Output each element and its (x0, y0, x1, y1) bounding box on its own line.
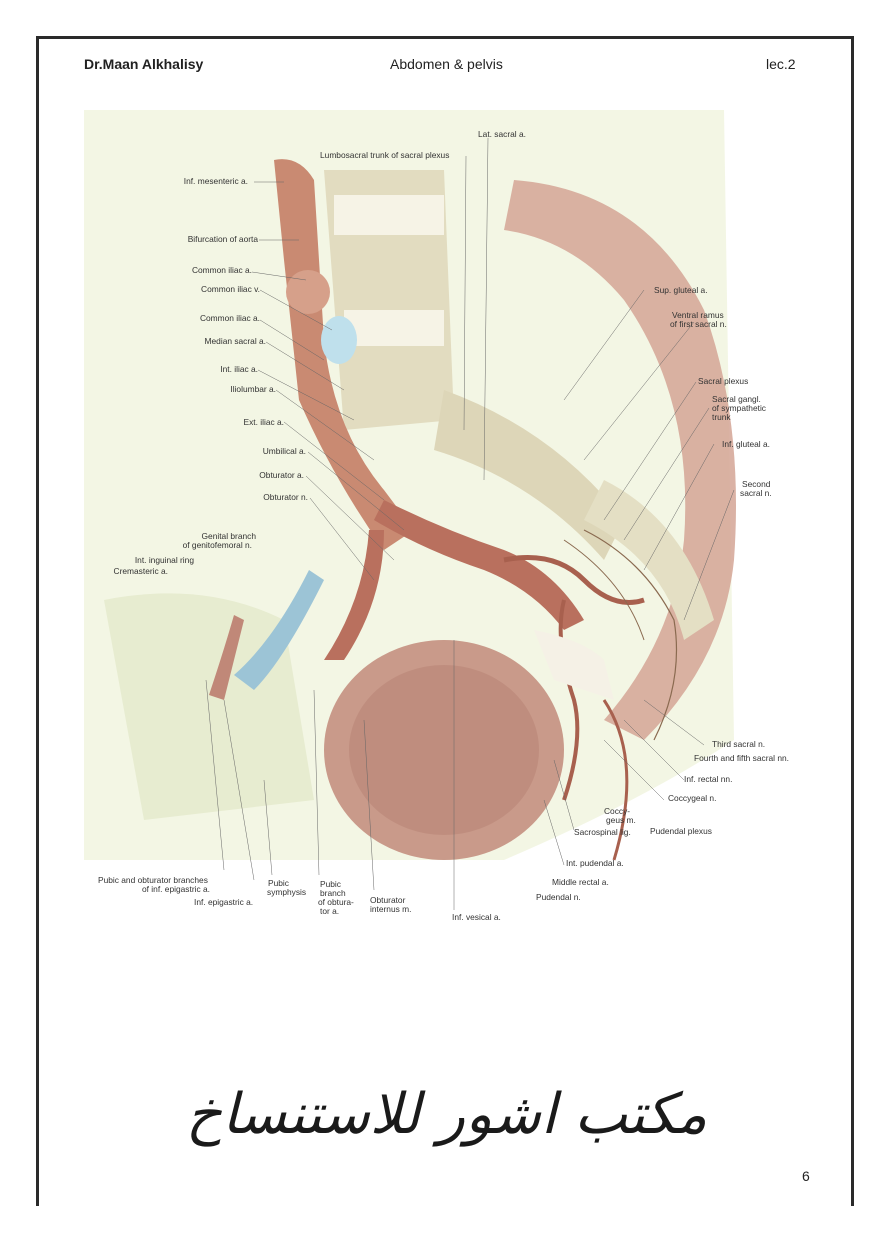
label-trunk: trunk (712, 412, 731, 422)
label-ventral-ramus: Ventral ramus (672, 310, 724, 320)
label-sup-gluteal-a: Sup. gluteal a. (654, 285, 708, 295)
label-second: Second (742, 479, 771, 489)
label-internus-m: internus m. (370, 904, 412, 914)
label-inf-vesical-a: Inf. vesical a. (452, 912, 501, 922)
label-sacrospinal-lig: Sacrospinal lig. (574, 827, 631, 837)
label-of-inf-epigastric: of inf. epigastric a. (142, 884, 210, 894)
label-sympathetic: of sympathetic (712, 403, 766, 413)
label-pudendal-n: Pudendal n. (536, 892, 581, 902)
label-inf-gluteal-a: Inf. gluteal a. (722, 439, 770, 449)
label-second-sacral-n: sacral n. (740, 488, 772, 498)
label-tor-a: tor a. (320, 906, 340, 916)
label-sacral-plexus: Sacral plexus (698, 376, 749, 386)
label-geus-m: geus m. (606, 815, 636, 825)
label-inf-rectal-nn: Inf. rectal nn. (684, 774, 733, 784)
label-inf-epigastric-a: Inf. epigastric a. (194, 897, 254, 907)
label-common-iliac-a-1: Common iliac a. (191, 265, 252, 275)
anatomy-illustration (84, 110, 736, 910)
label-pubic-obturator-branches: Pubic and obturator branches (98, 875, 208, 885)
label-cremasteric-a: Cremasteric a. (113, 566, 168, 576)
label-pudendal-plexus: Pudendal plexus (650, 826, 712, 836)
label-middle-rectal-a: Middle rectal a. (552, 877, 609, 887)
label-coccygeal-n: Coccygeal n. (668, 793, 717, 803)
label-obturator-n: Obturator n. (263, 492, 308, 502)
label-symphysis: symphysis (267, 887, 307, 897)
label-third-sacral-n: Third sacral n. (712, 739, 766, 749)
label-first-sacral-n: of first sacral n. (670, 319, 727, 329)
copy-shop-stamp: مكتب اشور للاستنساخ (185, 1082, 708, 1147)
label-genitofemoral-n: of genitofemoral n. (182, 540, 252, 550)
label-bifurcation-aorta: Bifurcation of aorta (187, 234, 258, 244)
label-sacral-gangl: Sacral gangl. (712, 394, 761, 404)
label-fourth-fifth-sacral: Fourth and fifth sacral nn. (694, 753, 789, 763)
label-umbilical-a: Umbilical a. (262, 446, 306, 456)
label-of-obtura: of obtura- (318, 897, 354, 907)
pelvis-anatomy-figure: Inf. mesenteric a. Bifurcation of aorta … (84, 100, 814, 922)
author-name: Dr.Maan Alkhalisy (84, 56, 204, 72)
label-obturator: Obturator (370, 895, 406, 905)
label-common-iliac-a-2: Common iliac a. (199, 313, 260, 323)
label-ext-iliac-a: Ext. iliac a. (243, 417, 285, 427)
label-iliolumbar-a: Iliolumbar a. (230, 384, 276, 394)
label-int-pudendal-a: Int. pudendal a. (566, 858, 624, 868)
lecture-subject: Abdomen & pelvis (390, 56, 503, 72)
label-obturator-a: Obturator a. (259, 470, 304, 480)
label-pubic-1: Pubic (268, 878, 289, 888)
label-inf-mesenteric-a: Inf. mesenteric a. (183, 176, 248, 186)
label-int-inguinal-ring: Int. inguinal ring (134, 555, 194, 565)
label-int-iliac-a: Int. iliac a. (220, 364, 258, 374)
label-common-iliac-v: Common iliac v. (201, 284, 260, 294)
label-lumbosacral-trunk: Lumbosacral trunk of sacral plexus (320, 150, 450, 160)
page-frame (36, 36, 854, 1206)
label-branch: branch (320, 888, 346, 898)
label-pubic-2: Pubic (320, 879, 341, 889)
label-median-sacral-a: Median sacral a. (204, 336, 266, 346)
label-coccy: Coccy- (604, 806, 631, 816)
label-lat-sacral-a: Lat. sacral a. (478, 129, 526, 139)
label-genital-branch: Genital branch (201, 531, 256, 541)
lecture-number: lec.2 (766, 56, 796, 72)
page-number: 6 (802, 1168, 810, 1184)
